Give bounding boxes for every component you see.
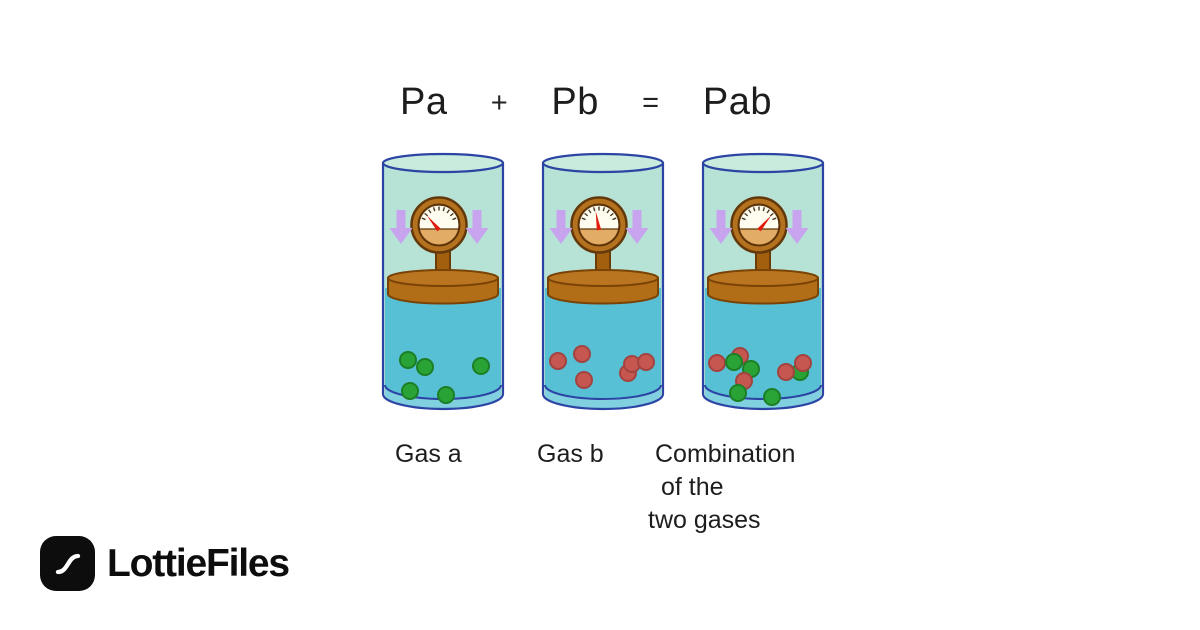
down-arrow-icon: [709, 210, 733, 244]
gauge-tick: [428, 209, 432, 214]
cylinder-gas-b-host: [535, 148, 675, 423]
cylinder-top-rim: [701, 152, 825, 174]
equals-operator: =: [642, 86, 660, 119]
inner-bottom-rim: [544, 384, 662, 400]
pressure-gauge: [410, 196, 468, 254]
cylinder-label-gas-a: Gas a: [395, 438, 462, 471]
cylinder-label-line: Combination: [655, 440, 796, 468]
cylinder-top-rim: [381, 152, 505, 174]
piston-top: [547, 269, 659, 287]
gauge-tick: [609, 212, 614, 217]
green-gas-particle: [729, 384, 747, 402]
gauge-tick: [752, 207, 756, 212]
down-arrow-icon: [549, 210, 573, 244]
inner-bottom-rim: [704, 384, 822, 400]
equation: Pa + Pb = Pab: [400, 80, 772, 124]
gauge-face-rim: [737, 203, 781, 247]
green-gas-particle: [401, 382, 419, 400]
green-gas-particle: [725, 353, 743, 371]
gauge-tick: [442, 207, 446, 212]
gauge-tick: [584, 212, 589, 217]
lower-gas-region: [545, 288, 661, 409]
red-gas-particle: [573, 345, 591, 363]
glass-bottom-thickness: [385, 385, 501, 409]
cylinder-combination: [701, 152, 825, 411]
red-gas-particle: [708, 354, 726, 372]
gauge-tick: [744, 212, 749, 217]
cylinder-outline: [701, 163, 825, 411]
glass-bottom-thickness: [705, 385, 821, 409]
gauge-tick: [766, 209, 770, 214]
gauge-tick: [592, 207, 596, 212]
cylinder-gas-b: [541, 152, 665, 411]
pressure-gauge: [570, 196, 628, 254]
equation-term-pab: Pab: [702, 80, 772, 123]
equation-term-pa: Pa: [400, 80, 448, 123]
gauge-needle: [426, 215, 441, 232]
piston-top: [387, 269, 499, 287]
gauge-tick: [452, 217, 457, 221]
gauge-tick: [421, 217, 426, 221]
gauge-face-rim: [577, 203, 621, 247]
gauge-tick: [588, 209, 592, 214]
gauge-tick: [446, 209, 450, 214]
piston-top: [707, 269, 819, 287]
gauge-tick: [769, 212, 774, 217]
cylinder-outline: [541, 163, 665, 411]
cylinder-label-combination: Combination of the two gases: [648, 438, 795, 537]
cylinder-label-line: two gases: [648, 506, 761, 534]
gauge-tick: [741, 217, 746, 221]
glass-bottom-thickness: [545, 385, 661, 409]
gauge-tick: [762, 207, 766, 212]
red-gas-particle: [549, 352, 567, 370]
gauge-face-rim: [417, 203, 461, 247]
cylinder-label-line: Gas a: [395, 440, 462, 468]
red-gas-particle: [637, 353, 655, 371]
plus-operator: +: [490, 86, 509, 119]
cylinder-label-line: Gas b: [537, 440, 604, 468]
green-gas-particle: [416, 358, 434, 376]
down-arrow-icon: [389, 210, 413, 244]
red-gas-particle: [777, 363, 795, 381]
lower-gas-region: [705, 288, 821, 409]
gauge-tick: [772, 217, 777, 221]
down-arrow-icon: [625, 210, 649, 244]
cylinder-top-rim: [541, 152, 665, 174]
green-gas-particle: [399, 351, 417, 369]
gauge-tick: [424, 212, 429, 217]
lottiefiles-logo-icon: [40, 536, 95, 591]
red-gas-particle: [575, 371, 593, 389]
green-gas-particle: [472, 357, 490, 375]
cylinder-gas-a-host: [375, 148, 515, 423]
green-gas-particle: [437, 386, 455, 404]
brand-wordmark: LottieFiles: [107, 541, 290, 585]
gauge-tick: [606, 209, 610, 214]
gauge-needle: [595, 211, 602, 231]
gauge-tick: [748, 209, 752, 214]
gauge-tick: [581, 217, 586, 221]
lower-gas-region: [385, 288, 501, 409]
cylinder-outline: [381, 163, 505, 411]
cylinder-combination-host: [695, 148, 835, 423]
cylinder-label-gas-b: Gas b: [537, 438, 604, 471]
gauge-needle: [757, 215, 772, 232]
gauge-tick: [602, 207, 606, 212]
green-gas-particle: [763, 388, 781, 406]
gauge-tick: [612, 217, 617, 221]
red-gas-particle: [794, 354, 812, 372]
lottiefiles-brand-link[interactable]: LottieFiles: [40, 536, 290, 591]
gauge-tick: [449, 212, 454, 217]
cylinder-label-line: of the: [661, 473, 724, 501]
down-arrow-icon: [785, 210, 809, 244]
pressure-gauge: [730, 196, 788, 254]
gauge-tick: [432, 207, 436, 212]
down-arrow-icon: [465, 210, 489, 244]
equation-term-pb: Pb: [551, 80, 599, 123]
cylinder-gas-a: [381, 152, 505, 411]
